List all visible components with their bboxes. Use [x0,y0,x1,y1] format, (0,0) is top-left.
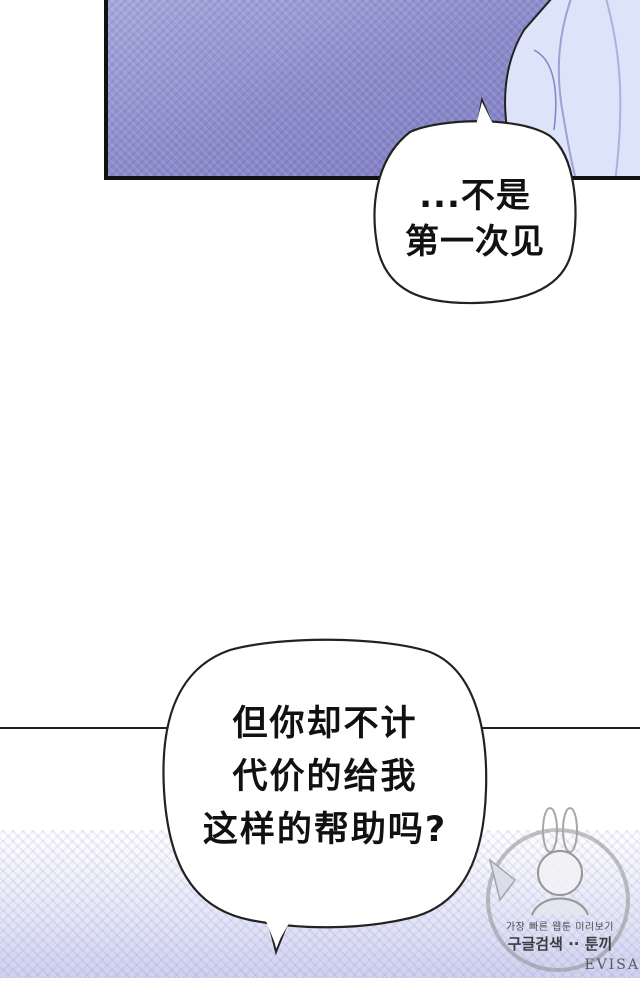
watermark-brand: EVISA [584,957,640,973]
speech-bubble-1-text: ...不是 第一次见 [405,176,545,262]
watermark-tagline: 가장 빠른 웹툰 미리보기 [505,922,615,933]
watermark-badge-icon [486,807,630,972]
speech-bubble-2-text: 但你却不计 代价的给我 这样的帮助吗? [202,704,448,850]
speech-bubble-2: 但你却不计 代价的给我 这样的帮助吗? [160,638,490,956]
speech-bubble-1: ...不是 第一次见 [370,96,580,306]
speech-bubble-2-shape [162,638,488,956]
watermark-search-text: 구글검색 ·· 툰끼 [507,935,613,953]
site-watermark: 가장 빠른 웹툰 미리보기 구글검색 ·· 툰끼 EVISA [470,805,640,978]
speech-bubble-1-shape [373,96,577,305]
